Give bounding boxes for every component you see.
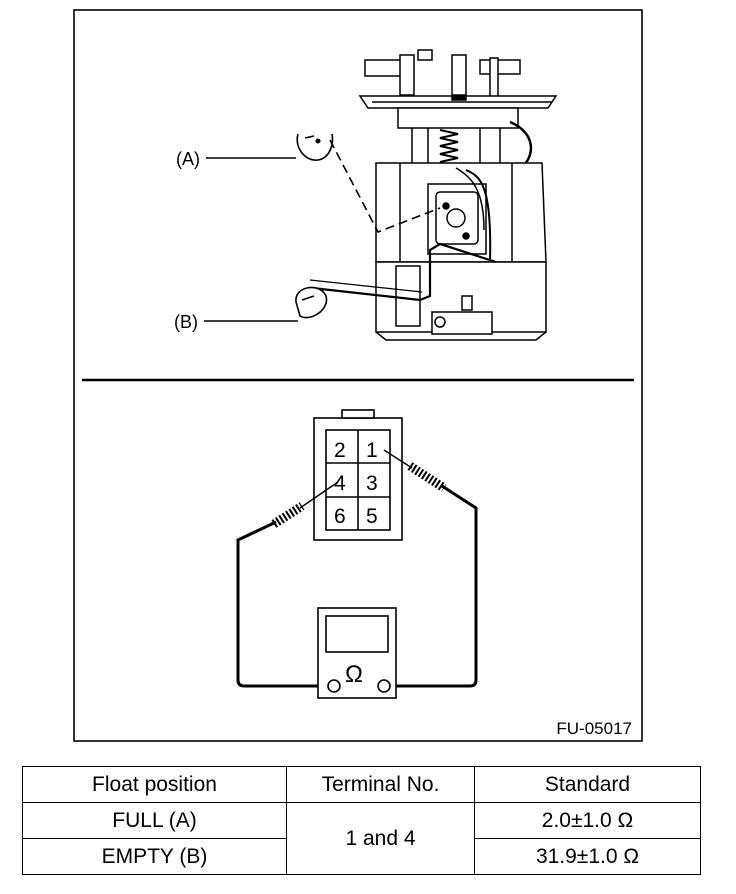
- ohm-symbol: Ω: [345, 661, 363, 688]
- standard-cell: 31.9±1.0 Ω: [474, 838, 701, 875]
- terminal-6-label: 6: [334, 505, 346, 528]
- table-header-row: Float position Terminal No. Standard: [22, 766, 701, 803]
- fuel-sender-diagram: (A) (B) 2 1 4 3 6 5 Ω FU-05017: [73, 9, 643, 742]
- callout-b-label: (B): [174, 312, 198, 332]
- standard-cell: 2.0±1.0 Ω: [474, 802, 701, 839]
- terminal-2-label: 2: [334, 439, 346, 462]
- float-position-cell: EMPTY (B): [22, 838, 287, 875]
- test-leads: [236, 449, 478, 688]
- figure-frame: [73, 9, 643, 742]
- resistance-spec-table: Float position Terminal No. Standard FUL…: [22, 766, 701, 875]
- terminal-3-label: 3: [366, 472, 378, 495]
- float-position-cell: FULL (A): [22, 802, 287, 839]
- figure-id: FU-05017: [556, 719, 632, 738]
- terminal-5-label: 5: [366, 505, 378, 528]
- callout-a-label: (A): [176, 149, 200, 169]
- ohmmeter: [317, 607, 397, 699]
- header-terminal-no: Terminal No.: [286, 766, 475, 803]
- header-float-position: Float position: [22, 766, 287, 803]
- terminal-1-label: 1: [366, 439, 378, 462]
- fuel-pump-assembly: [295, 49, 558, 341]
- terminal-4-label: 4: [334, 472, 346, 495]
- table-row: EMPTY (B) 31.9±1.0 Ω: [22, 838, 701, 875]
- table-row: FULL (A) 1 and 4 2.0±1.0 Ω: [22, 802, 701, 875]
- connector: [313, 409, 403, 541]
- header-standard: Standard: [474, 766, 701, 803]
- terminal-cell: 1 and 4: [286, 802, 475, 875]
